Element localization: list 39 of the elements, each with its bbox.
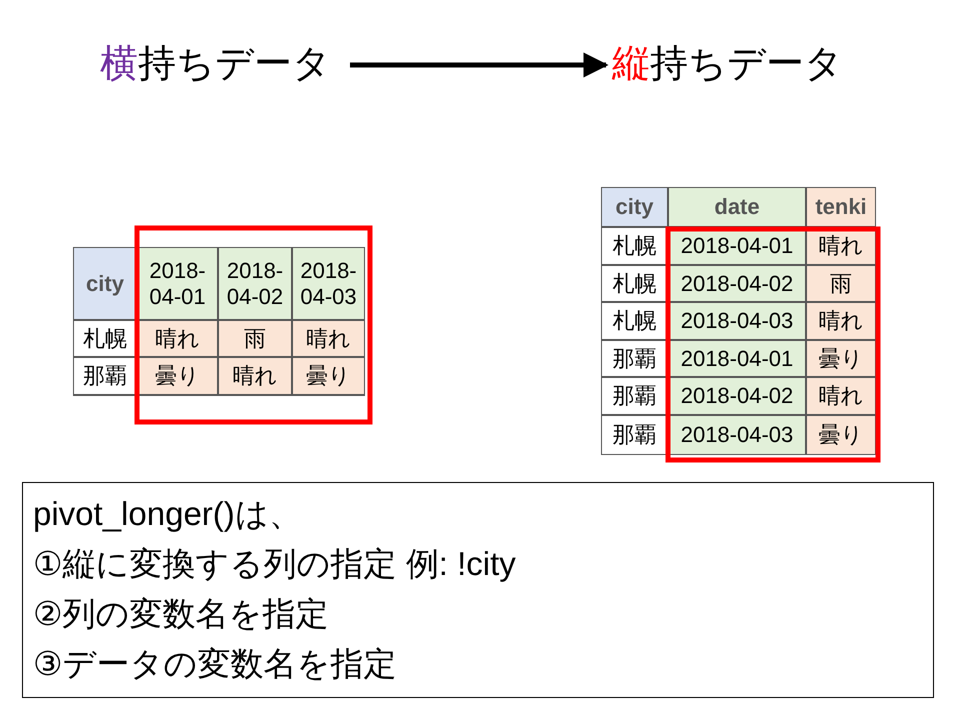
table-cell: 2018-04-02	[668, 265, 806, 302]
table-cell: 雨	[806, 265, 876, 302]
table-cell: 那覇	[601, 415, 668, 455]
header-cell: tenki	[806, 187, 876, 227]
table-cell: 晴れ	[806, 302, 876, 340]
table-cell: 曇り	[806, 340, 876, 377]
table-cell: 那覇	[601, 340, 668, 377]
table-cell: 2018-04-01	[137, 247, 218, 320]
header-cell: date	[668, 187, 806, 227]
table-cell: 晴れ	[806, 377, 876, 415]
table-cell: 2018-04-03	[668, 302, 806, 340]
table-cell: 曇り	[137, 357, 218, 395]
heading-text: 横持ちデータ	[100, 42, 332, 87]
table-cell: 晴れ	[292, 320, 365, 357]
table-cell: 2018-04-03	[292, 247, 365, 320]
note-line: ②列の変数名を指定	[33, 594, 330, 634]
table-cell: 那覇	[601, 377, 668, 415]
heading-text: 縦持ちデータ	[612, 42, 844, 87]
table-cell: 2018-04-02	[218, 247, 292, 320]
table-cell: 札幌	[601, 227, 668, 265]
note-box	[22, 482, 934, 698]
header-cell: city	[601, 187, 668, 227]
table-cell: 札幌	[73, 320, 137, 357]
table-cell: 雨	[218, 320, 292, 357]
table-cell: 晴れ	[137, 320, 218, 357]
note-line: ①縦に変換する列の指定 例: !city	[33, 544, 517, 584]
table-cell: 曇り	[806, 415, 876, 455]
table-cell: 晴れ	[218, 357, 292, 395]
table-cell: 札幌	[601, 302, 668, 340]
note-line: ③データの変数名を指定	[33, 644, 398, 684]
note-line: pivot_longer()は、	[33, 494, 303, 534]
table-cell: 2018-04-02	[668, 377, 806, 415]
header-cell: city	[73, 247, 137, 320]
table-cell: 2018-04-01	[668, 340, 806, 377]
table-cell: 札幌	[601, 265, 668, 302]
table-cell: 2018-04-03	[668, 415, 806, 455]
table-cell: 曇り	[292, 357, 365, 395]
arrow	[350, 52, 608, 78]
table-cell: 那覇	[73, 357, 137, 395]
